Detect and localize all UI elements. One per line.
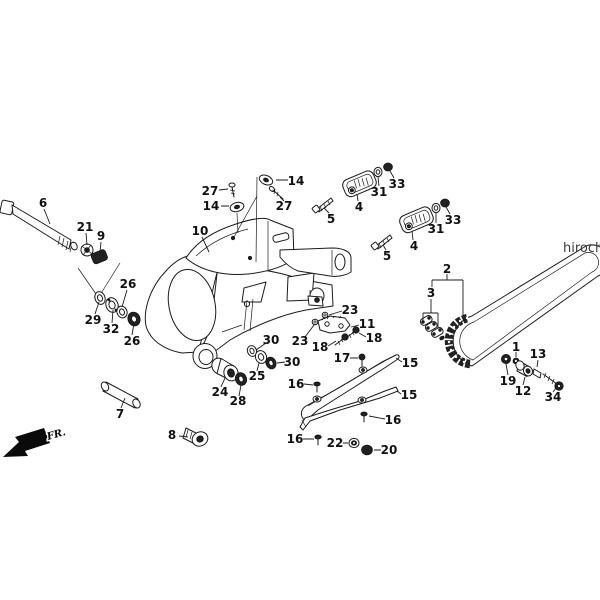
part-label-16a: 16: [288, 377, 305, 391]
part-label-11: 11: [359, 317, 376, 331]
part-label-15a: 15: [402, 356, 419, 370]
slider-screws: [313, 353, 373, 456]
part-label-25: 25: [249, 369, 266, 383]
part-label-14a: 14: [203, 199, 220, 213]
part-label-32: 32: [103, 322, 120, 336]
screw-17: [358, 353, 366, 367]
part-label-5b: 5: [383, 249, 391, 263]
chain-adjuster-set-2: [370, 198, 450, 251]
part-label-31a: 31: [371, 185, 388, 199]
chain-guide-group: [311, 311, 360, 346]
fr-label: FR.: [45, 427, 67, 443]
part-label-9: 9: [97, 229, 105, 243]
part-label-27a: 27: [202, 184, 219, 198]
flange-bolt-8: [182, 427, 209, 447]
part-label-3: 3: [427, 286, 435, 300]
part-label-30a: 30: [263, 333, 280, 347]
part-label-6: 6: [39, 196, 47, 210]
part-label-28: 28: [230, 394, 247, 408]
front-direction-marker: FR.: [3, 426, 68, 457]
part-label-26a: 26: [120, 277, 137, 291]
part-label-18b: 18: [312, 340, 329, 354]
chain-slider-lower: [299, 386, 399, 431]
part-label-14b: 14: [288, 174, 305, 188]
part-label-12: 12: [515, 384, 532, 398]
cap-nut-20: [361, 444, 373, 456]
part-label-33a: 33: [389, 177, 406, 191]
part-label-5a: 5: [327, 212, 335, 226]
part-label-16c: 16: [287, 432, 304, 446]
pivot-collar-group: [211, 357, 248, 386]
part-label-27b: 27: [276, 199, 293, 213]
part-label-30b: 30: [284, 355, 301, 369]
part-label-4a: 4: [355, 200, 363, 214]
part-label-15b: 15: [401, 388, 418, 402]
chain-case-screws: [228, 174, 284, 213]
screw-16-mid: [313, 381, 321, 393]
part-label-24: 24: [212, 385, 229, 399]
chain-slider-upper: [300, 354, 400, 422]
part-label-2: 2: [443, 262, 451, 276]
part-label-16b: 16: [385, 413, 402, 427]
part-label-22: 22: [327, 436, 344, 450]
part-label-7: 7: [116, 407, 124, 421]
part-label-4b: 4: [410, 239, 418, 253]
pivot-bearing-stack: [94, 291, 141, 327]
part-label-26b: 26: [124, 334, 141, 348]
swingarm-body: [144, 176, 352, 369]
part-label-10: 10: [192, 224, 209, 238]
master-link: [419, 315, 445, 341]
watermark-text: hiroch: [563, 241, 600, 256]
tensioner-group: [500, 353, 564, 391]
screw-16-bottom: [314, 434, 322, 446]
part-label-23a: 23: [342, 303, 359, 317]
part-label-8: 8: [168, 428, 176, 442]
part-label-21: 21: [77, 220, 94, 234]
part-label-34: 34: [545, 390, 562, 404]
part-label-17: 17: [334, 351, 351, 365]
pivot-bolt-group: [0, 199, 121, 296]
part-label-29: 29: [85, 313, 102, 327]
part-label-23b: 23: [292, 334, 309, 348]
drive-chain: [419, 244, 600, 369]
axle-collar-group: [246, 345, 277, 370]
pivot-pipe: [100, 381, 141, 409]
part-label-1: 1: [512, 340, 520, 354]
chain-adjuster-set-1: [311, 162, 393, 214]
screw-16-right: [360, 411, 368, 423]
grommet-22: [348, 437, 360, 449]
part-label-13: 13: [530, 347, 547, 361]
part-label-20: 20: [381, 443, 398, 457]
part-label-33b: 33: [445, 213, 462, 227]
part-labels: 6 21 9 27 14 14 27 10 26 29 32 26 33 31 …: [39, 174, 562, 457]
part-label-31b: 31: [428, 222, 445, 236]
flange-bolt-18-left: [334, 333, 349, 346]
part-label-19: 19: [500, 374, 517, 388]
leader-lines: [43, 170, 557, 451]
part-label-18a: 18: [366, 331, 383, 345]
